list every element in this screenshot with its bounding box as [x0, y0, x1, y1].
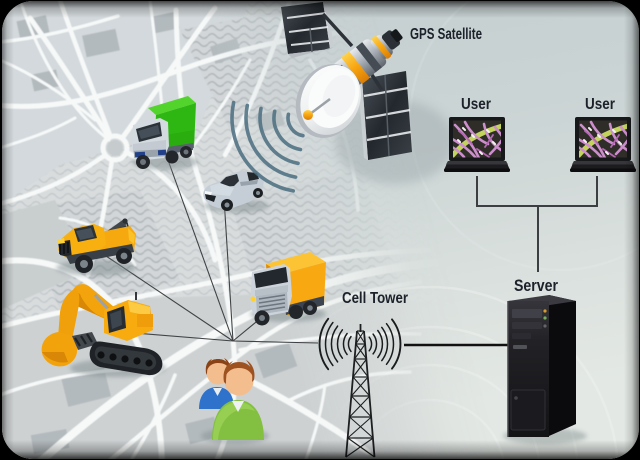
svg-text:User: User [461, 96, 491, 113]
svg-text:GPS Satellite: GPS Satellite [410, 26, 482, 43]
svg-text:User: User [585, 96, 615, 113]
svg-text:Cell Tower: Cell Tower [342, 290, 408, 307]
svg-text:Server: Server [514, 276, 558, 295]
